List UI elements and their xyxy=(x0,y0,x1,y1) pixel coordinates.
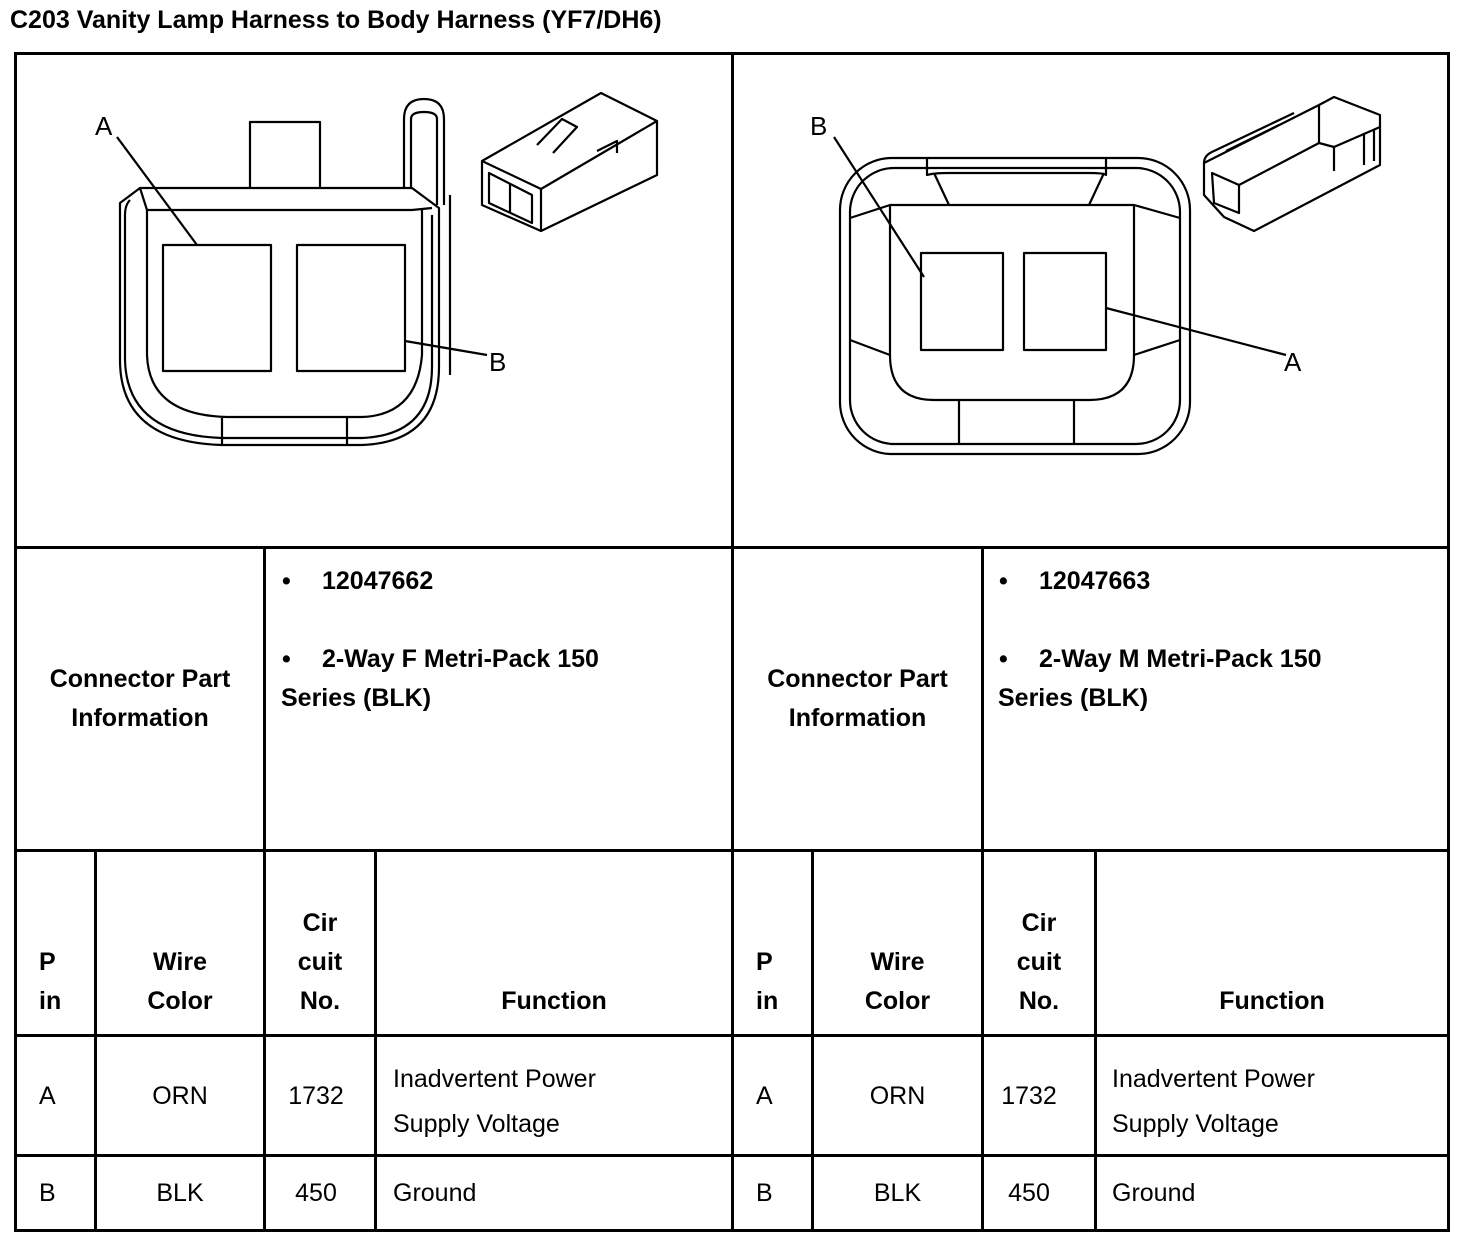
row-a-function: Inadvertent Power Supply Voltage xyxy=(393,1057,596,1147)
page-title: C203 Vanity Lamp Harness to Body Harness… xyxy=(10,6,662,34)
header-circuit-line1: Cir xyxy=(302,909,338,937)
row-b-pin: B xyxy=(39,1179,56,1207)
row-a-function-line2: Supply Voltage xyxy=(1112,1110,1279,1138)
row-b-wire-color: BLK xyxy=(873,1179,922,1207)
connector-side-post xyxy=(402,97,446,205)
table-border-right xyxy=(1447,52,1450,1232)
header-pin-line1: P xyxy=(756,948,773,976)
table-divider xyxy=(1094,849,1097,1232)
row-b-circuit: 450 xyxy=(295,1179,337,1207)
leader-line-a xyxy=(1105,306,1287,357)
male-connector-diagram: B A xyxy=(810,95,1382,456)
pin-label-a: A xyxy=(1284,347,1302,377)
header-circuit-line3: No. xyxy=(1018,987,1060,1015)
part-info-label-text: Connector Part Information xyxy=(767,665,948,732)
bullet: • xyxy=(282,567,291,595)
connector-3d-view xyxy=(480,91,659,233)
part-number-left: 12047662 xyxy=(322,567,434,595)
row-a-wire-color: ORN xyxy=(152,1082,208,1110)
connector-body-outline xyxy=(118,186,441,447)
table-divider xyxy=(731,52,734,1232)
connector-shell-outline xyxy=(838,156,1192,456)
header-wire-color: Wire Color xyxy=(814,943,981,1021)
row-b-function: Ground xyxy=(1112,1179,1196,1207)
header-pin: P in xyxy=(756,943,778,1021)
row-a-circuit: 1732 xyxy=(1001,1082,1057,1110)
bullet: • xyxy=(999,645,1008,673)
description-line2-left: Series (BLK) xyxy=(281,684,432,712)
header-circuit-line1: Cir xyxy=(1021,909,1057,937)
connector-body-outline xyxy=(888,203,1136,402)
pin-label-b: B xyxy=(489,347,506,377)
table-border-left xyxy=(14,52,17,1232)
cavity-a xyxy=(1022,251,1108,352)
row-a-function-line1: Inadvertent Power xyxy=(1112,1065,1315,1093)
header-wire-color-line2: Color xyxy=(147,987,213,1015)
row-a-function-line2: Supply Voltage xyxy=(393,1110,560,1138)
cavity-b xyxy=(295,243,407,373)
row-b-circuit: 450 xyxy=(1008,1179,1050,1207)
header-wire-color-line2: Color xyxy=(864,987,931,1015)
row-a-function-line1: Inadvertent Power xyxy=(393,1065,596,1093)
pin-label-a: A xyxy=(95,111,113,141)
header-function: Function xyxy=(501,987,607,1015)
bullet: • xyxy=(999,567,1008,595)
leader-line-a xyxy=(116,136,198,246)
row-a-circuit: 1732 xyxy=(288,1082,344,1110)
part-number-right: 12047663 xyxy=(1039,567,1151,595)
header-circuit-no: Cir cuit No. xyxy=(266,904,374,1021)
header-wire-color-line1: Wire xyxy=(870,948,925,976)
header-circuit-line2: cuit xyxy=(1016,948,1062,976)
description-line2-right: Series (BLK) xyxy=(998,684,1149,712)
row-a-pin: A xyxy=(756,1082,773,1110)
table-divider xyxy=(981,546,984,1232)
row-a-pin: A xyxy=(39,1082,56,1110)
cavity-a xyxy=(161,243,273,373)
leader-line-b xyxy=(404,339,488,357)
row-a-function: Inadvertent Power Supply Voltage xyxy=(1112,1057,1315,1147)
table-divider xyxy=(374,849,377,1232)
header-wire-color-line1: Wire xyxy=(153,948,207,976)
header-pin-line2: in xyxy=(39,987,62,1015)
connector-3d-view xyxy=(1202,95,1382,233)
header-function: Function xyxy=(1219,987,1325,1015)
header-pin-line1: P xyxy=(39,948,56,976)
connector-table: A B B A Conne xyxy=(14,52,1450,1232)
table-divider xyxy=(94,849,97,1232)
part-info-label-text: Connector Part Information xyxy=(49,665,231,732)
row-a-wire-color: ORN xyxy=(869,1082,926,1110)
description-line1-left: 2-Way F Metri-Pack 150 xyxy=(322,645,599,673)
row-b-function: Ground xyxy=(393,1179,477,1207)
description-line1-right: 2-Way M Metri-Pack 150 xyxy=(1039,645,1322,673)
header-pin-line2: in xyxy=(756,987,779,1015)
part-info-label-left: Connector Part Information xyxy=(17,660,263,738)
cavity-b xyxy=(919,251,1005,352)
table-divider xyxy=(811,849,814,1232)
pin-label-b: B xyxy=(810,111,827,141)
part-info-label-right: Connector Part Information xyxy=(734,660,981,738)
leader-line-b xyxy=(833,136,925,278)
female-connector-diagram: A B xyxy=(95,91,659,447)
table-divider xyxy=(263,546,266,1232)
header-circuit-line2: cuit xyxy=(297,948,343,976)
bullet: • xyxy=(282,645,291,673)
row-b-pin: B xyxy=(756,1179,773,1207)
row-b-wire-color: BLK xyxy=(156,1179,204,1207)
header-pin: P in xyxy=(39,943,61,1021)
connector-latch-tab xyxy=(248,120,322,187)
header-circuit-no: Cir cuit No. xyxy=(984,904,1094,1021)
header-circuit-line3: No. xyxy=(299,987,341,1015)
header-wire-color: Wire Color xyxy=(97,943,263,1021)
